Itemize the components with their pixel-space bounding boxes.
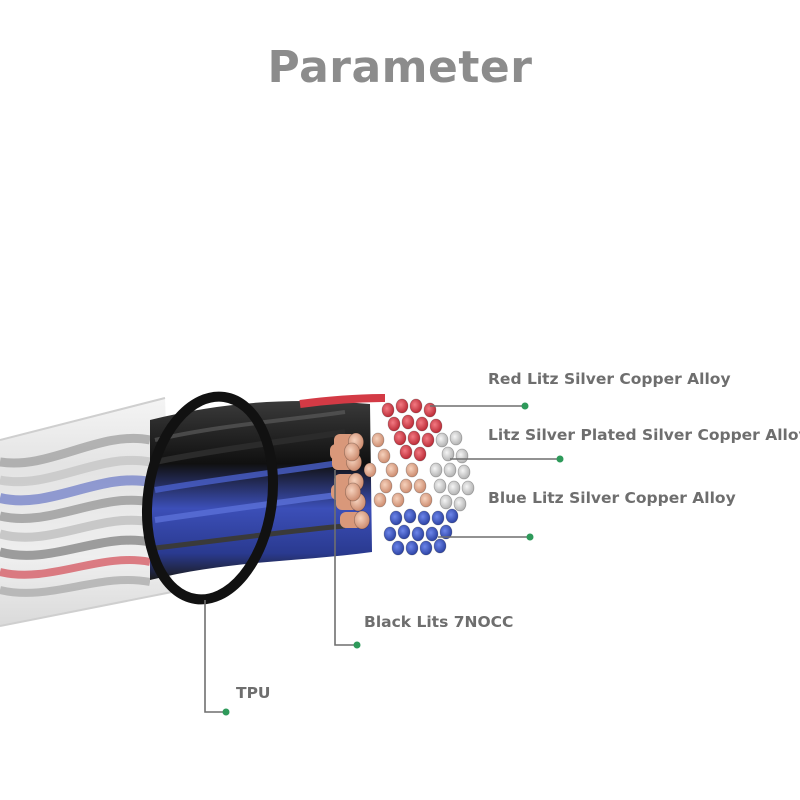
- copper-strand: [413, 478, 427, 494]
- inner-bundle: [150, 394, 386, 580]
- red-strand: [421, 432, 435, 448]
- blue-strand: [431, 510, 445, 526]
- label-red-litz: Red Litz Silver Copper Alloy: [488, 370, 731, 388]
- tpu-ring: [141, 391, 279, 605]
- red-strand: [407, 430, 421, 446]
- red-strand: [399, 444, 413, 460]
- blue-strand: [445, 508, 459, 524]
- copper-strand: [405, 462, 419, 478]
- red-strand: [395, 398, 409, 414]
- label-black-7nocc: Black Lits 7NOCC: [364, 613, 514, 631]
- blue-strand: [439, 524, 453, 540]
- blue-strand: [391, 540, 405, 556]
- tpu-jacket: [0, 397, 173, 627]
- silver-strand: [433, 478, 447, 494]
- red-strand: [387, 416, 401, 432]
- conductor-strands: [330, 398, 475, 556]
- blue-strand: [411, 526, 425, 542]
- blue-strand: [383, 526, 397, 542]
- blue-strand: [389, 510, 403, 526]
- red-strand: [381, 402, 395, 418]
- blue-strand: [419, 540, 433, 556]
- leader-dot-red: [521, 402, 529, 410]
- leader-dot-black: [353, 641, 361, 649]
- copper-strand: [344, 482, 362, 502]
- copper-strand: [373, 492, 387, 508]
- blue-strand: [417, 510, 431, 526]
- leader-dots: [222, 402, 564, 716]
- copper-strand: [379, 478, 393, 494]
- leader-dot-tpu: [222, 708, 230, 716]
- blue-strand: [425, 526, 439, 542]
- blue-strand: [405, 540, 419, 556]
- silver-strand: [449, 430, 463, 446]
- silver-strand: [455, 448, 469, 464]
- copper-strand: [353, 510, 371, 530]
- red-strand: [409, 398, 423, 414]
- page-title: Parameter: [267, 42, 533, 93]
- red-strand: [429, 418, 443, 434]
- silver-strand: [435, 432, 449, 448]
- copper-strand: [343, 442, 361, 462]
- leader-dot-silver: [556, 455, 564, 463]
- silver-strand: [443, 462, 457, 478]
- label-tpu: TPU: [236, 684, 271, 702]
- red-strand: [415, 416, 429, 432]
- copper-strand: [419, 492, 433, 508]
- label-blue-litz: Blue Litz Silver Copper Alloy: [488, 489, 736, 507]
- silver-strand: [439, 494, 453, 510]
- red-strand: [423, 402, 437, 418]
- blue-strand: [403, 508, 417, 524]
- red-strand: [393, 430, 407, 446]
- blue-strand: [397, 524, 411, 540]
- red-strand: [401, 414, 415, 430]
- copper-strand: [399, 478, 413, 494]
- copper-strand: [391, 492, 405, 508]
- leader-lines: [204, 405, 560, 713]
- silver-strand: [447, 480, 461, 496]
- copper-strand: [371, 432, 385, 448]
- blue-strand: [433, 538, 447, 554]
- leader-line-tpu: [204, 600, 226, 713]
- label-silver-litz: Litz Silver Plated Silver Copper Alloy: [488, 426, 800, 444]
- silver-strand: [457, 464, 471, 480]
- silver-strand: [453, 496, 467, 512]
- silver-strand: [429, 462, 443, 478]
- red-strand: [413, 446, 427, 462]
- copper-strand: [385, 462, 399, 478]
- leader-line-black: [334, 470, 357, 646]
- silver-strand: [441, 446, 455, 462]
- copper-strand: [377, 448, 391, 464]
- silver-strand: [461, 480, 475, 496]
- leader-dot-blue: [526, 533, 534, 541]
- copper-strand: [363, 462, 377, 478]
